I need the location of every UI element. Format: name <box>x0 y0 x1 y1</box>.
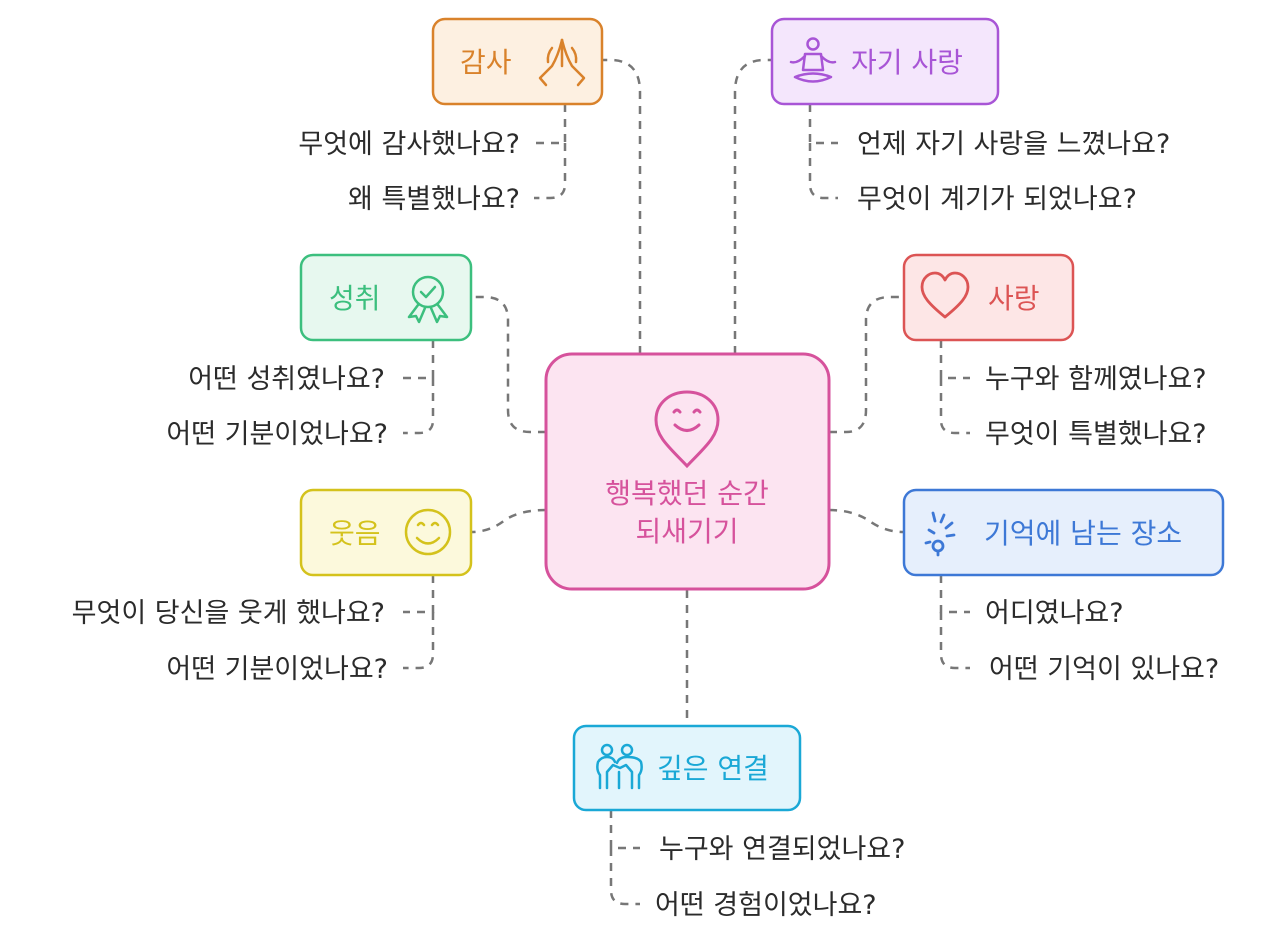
meditation-icon <box>789 37 837 83</box>
achievement-question-1: 어떤 성취였나요? <box>188 364 385 395</box>
memorable-place-question-2: 어떤 기억이 있나요? <box>989 654 1219 685</box>
center-connectors <box>470 58 905 726</box>
connector-self-love <box>733 58 772 354</box>
smiley-icon <box>404 508 452 556</box>
location-pin-icon <box>924 511 956 557</box>
topic-achievement-label: 성취 <box>329 282 381 315</box>
connector-gratitude <box>602 58 642 354</box>
topic-deep-connection-label: 깊은 연결 <box>657 752 769 785</box>
connector-laughter <box>470 508 547 534</box>
topic-memorable-place: 기억에 남는 장소 <box>902 488 1225 577</box>
topic-gratitude: 감사 <box>431 17 604 106</box>
heart-icon <box>920 271 970 319</box>
memorable-place-question-1: 어디였나요? <box>985 598 1124 629</box>
topic-love-label: 사랑 <box>988 282 1040 315</box>
love-question-1: 누구와 함께였나요? <box>985 364 1207 395</box>
deep-connection-question-1: 누구와 연결되었나요? <box>659 834 905 865</box>
center-node-box <box>544 352 831 591</box>
deep-connection-question-2: 어떤 경험이었나요? <box>655 890 877 921</box>
award-badge-icon <box>407 275 449 324</box>
topic-gratitude-label: 감사 <box>460 46 512 79</box>
topic-memorable-place-label: 기억에 남는 장소 <box>984 517 1182 550</box>
self-love-question-2: 무엇이 계기가 되었나요? <box>857 184 1137 215</box>
people-icon <box>596 743 643 790</box>
topic-achievement: 성취 <box>299 253 473 342</box>
topic-laughter: 웃음 <box>299 488 473 577</box>
gratitude-question-1: 무엇에 감사했나요? <box>298 129 520 160</box>
topic-gratitude-box <box>431 17 604 106</box>
topic-self-love-label: 자기 사랑 <box>851 46 963 79</box>
happy-pin-icon <box>654 390 720 469</box>
center-title-line1: 행복했던 순간 <box>605 477 768 510</box>
achievement-question-2: 어떤 기분이었나요? <box>166 419 388 450</box>
self-love-question-1: 언제 자기 사랑을 느꼈나요? <box>857 129 1170 160</box>
topic-deep-connection: 깊은 연결 <box>572 724 802 812</box>
topic-love: 사랑 <box>902 253 1075 342</box>
praying-hands-icon <box>538 38 586 87</box>
laughter-question-2: 어떤 기분이었나요? <box>166 654 388 685</box>
question-connectors <box>403 104 970 906</box>
topic-laughter-label: 웃음 <box>329 517 381 550</box>
topic-self-love-box <box>770 17 1000 106</box>
laughter-question-1: 무엇이 당신을 웃게 했나요? <box>72 598 385 629</box>
topic-achievement-box <box>299 253 473 342</box>
topic-laughter-box <box>299 488 473 577</box>
connector-achievement <box>471 295 546 434</box>
gratitude-question-2: 왜 특별했나요? <box>348 184 520 215</box>
topic-memorable-place-box <box>902 488 1225 577</box>
topic-self-love: 자기 사랑 <box>770 17 1000 106</box>
connector-memorable-place <box>828 508 905 534</box>
center-title-line2: 되새기기 <box>635 515 738 548</box>
love-question-2: 무엇이 특별했나요? <box>985 419 1207 450</box>
center-node: 행복했던 순간 되새기기 <box>544 352 831 591</box>
connector-love <box>829 295 904 434</box>
